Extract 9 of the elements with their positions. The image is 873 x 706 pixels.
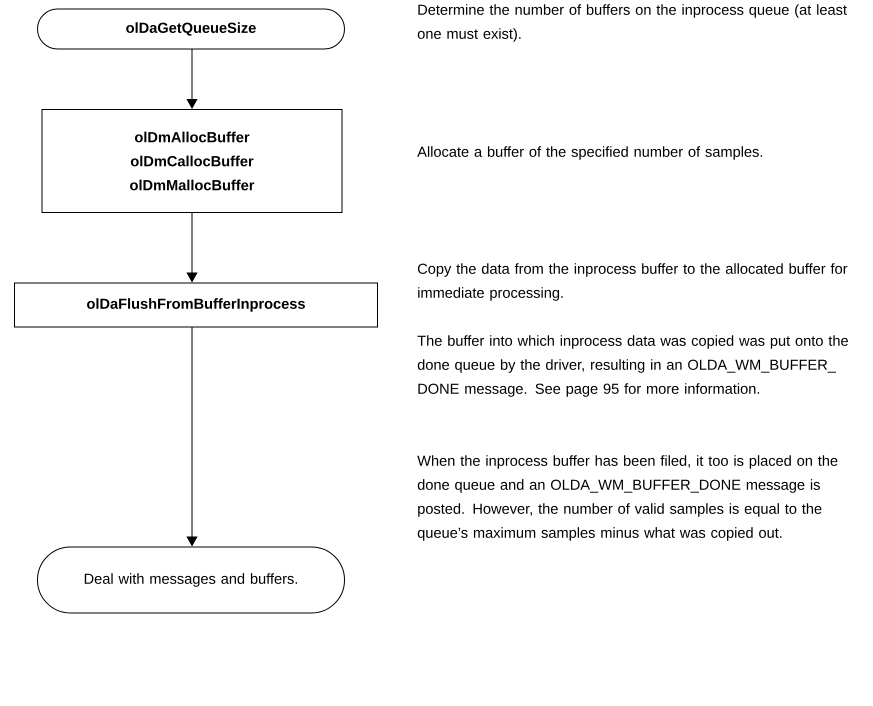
- note-text: Determine the number of buffers on the inprocess queue (at least one must exist).: [418, 4, 847, 42]
- note-text: Copy the data from the inprocess buffer to the allocated buffer for immediate processing.: [418, 263, 848, 301]
- note-text: The buffer into which inprocess data was copied was put onto the done queue by the driver, resulting in an OLDA_WM_BUFFER_ DONE message. See page 95 for more information.: [418, 335, 848, 397]
- note-text: Allocate a buffer of the specified number of samples.: [417, 146, 762, 160]
- terminator-box: olDaGetQueueSize: [37, 8, 345, 50]
- terminator-box: Deal with messages and buffers.: [37, 546, 345, 614]
- note-text: When the inprocess buffer has been filed, it too is placed on the done queue and an OLDA_WM_BUFFER_DONE message is posted. However, the number of valid samples is equal to the queue’s maximum samples minus what was copied out.: [417, 455, 838, 541]
- process-box: olDaFlushFromBufferInprocess: [14, 282, 378, 328]
- process-box: olDmAllocBuffer olDmCallocBuffer olDmMallocBuffer: [42, 109, 342, 213]
